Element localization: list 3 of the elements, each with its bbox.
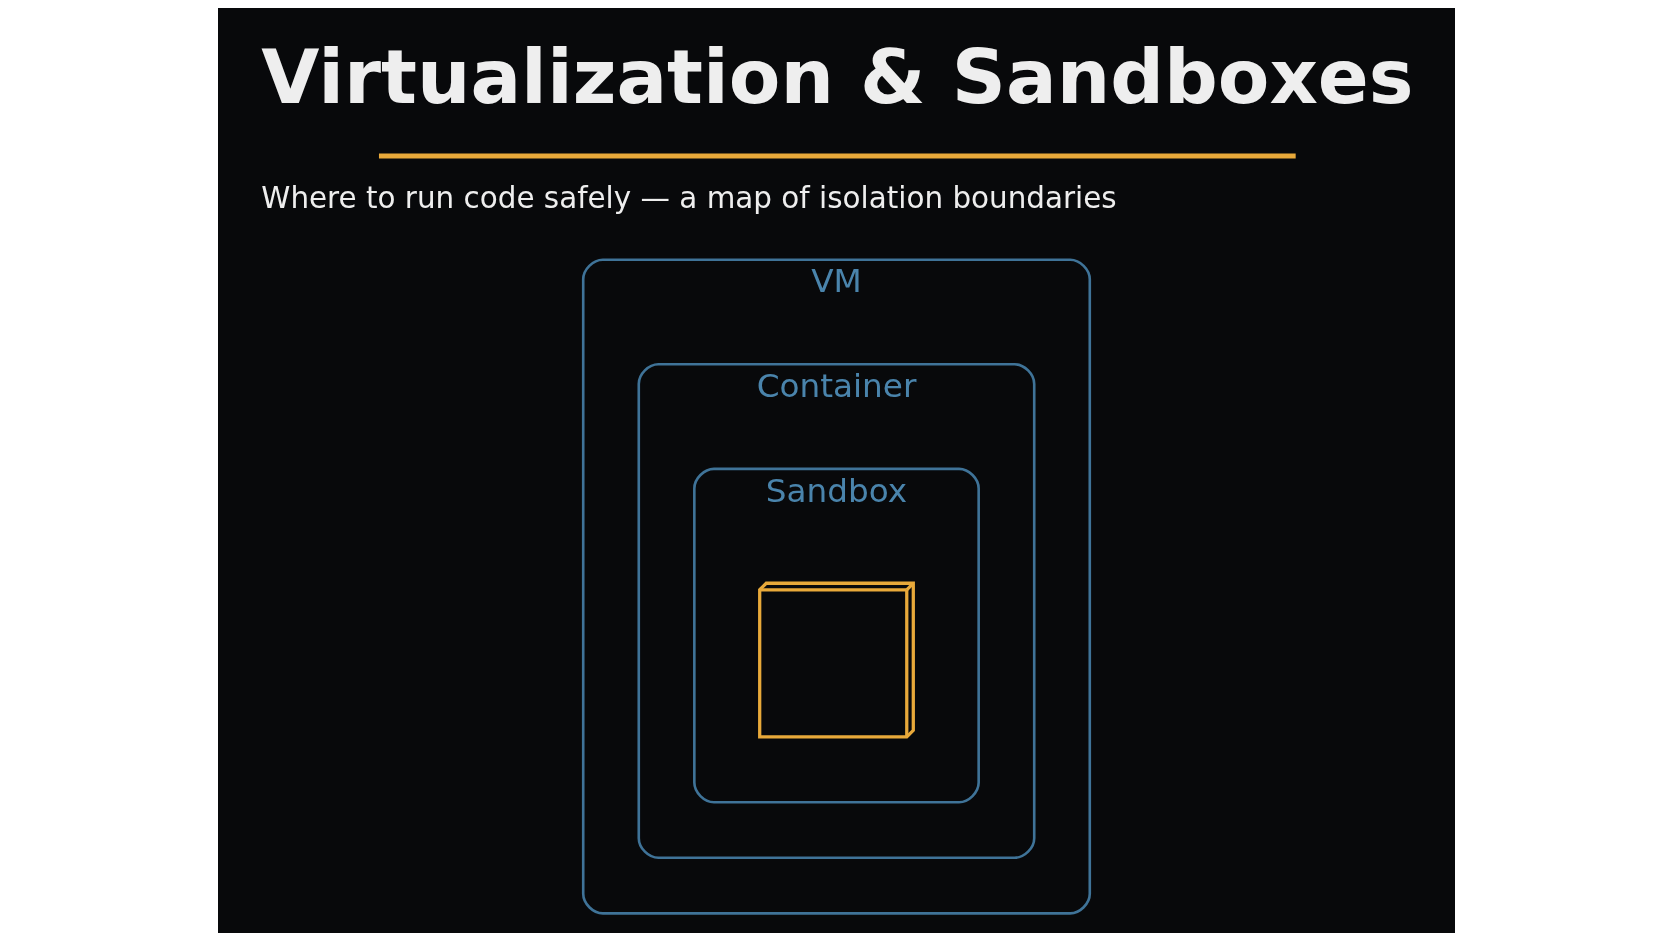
diagram-title: Virtualization & Sandboxes [260, 32, 1414, 121]
cluster: Sandbox [692, 467, 980, 804]
caption: Where to run code safely — a map of isolation boundaries [260, 181, 1117, 216]
